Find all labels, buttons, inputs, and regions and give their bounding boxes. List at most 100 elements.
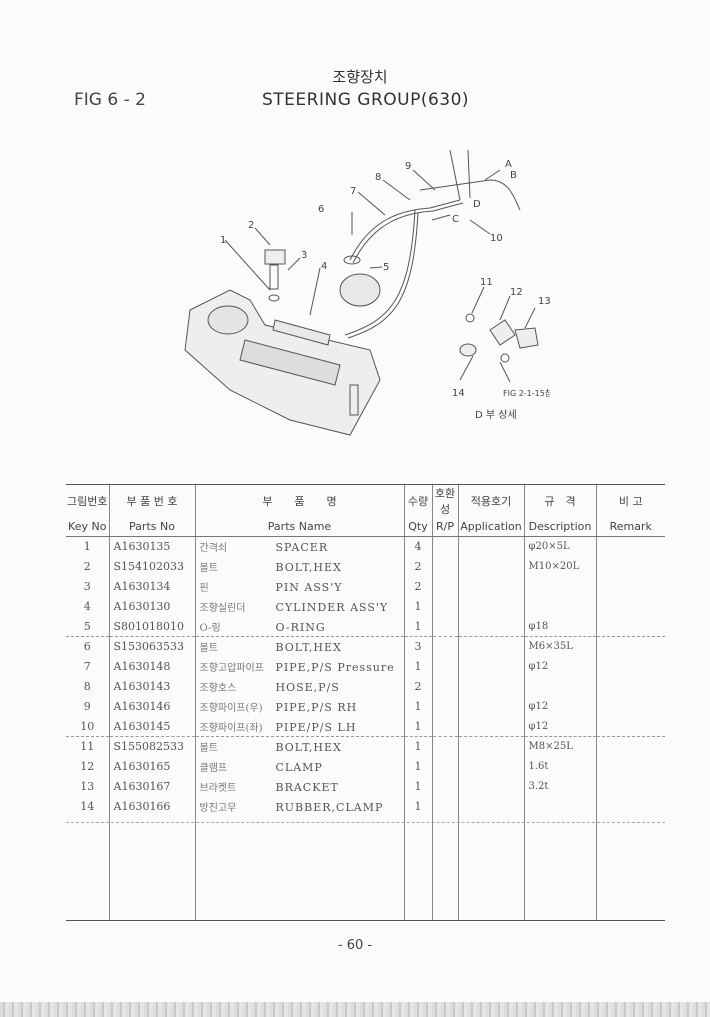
- parts-no: A1630146: [108, 696, 195, 717]
- key-no: 3: [83, 579, 91, 593]
- callout-8: 8: [375, 172, 381, 183]
- remark: [595, 796, 665, 817]
- parts-no: A1630167: [108, 776, 195, 797]
- qty: 1: [403, 656, 432, 677]
- column-line: [195, 812, 196, 920]
- parts-name-ko: 볼트: [199, 563, 218, 575]
- application: [457, 616, 524, 637]
- key-no: 7: [83, 660, 91, 674]
- rp: [431, 776, 458, 797]
- qty: 2: [403, 676, 432, 697]
- qty: 4: [403, 536, 432, 557]
- rp: [431, 576, 458, 597]
- remark: [595, 635, 665, 657]
- rp: [431, 616, 458, 637]
- parts-name-en: RUBBER,CLAMP: [275, 800, 384, 814]
- parts-table: 그림번호 부 품 번 호 부 품 명 수량 호환성 적용호기 규 격 비 고 K…: [66, 484, 665, 817]
- key-no: 12: [80, 760, 95, 774]
- remark: [595, 536, 665, 557]
- parts-name-ko: O-링: [199, 622, 221, 634]
- remark: [595, 596, 665, 617]
- parts-name-ko: 조향고압파이프: [199, 663, 264, 675]
- parts-no: A1630148: [108, 656, 195, 677]
- figure-number: FIG 6 - 2: [74, 90, 146, 110]
- description: φ18: [523, 616, 596, 637]
- column-line: [432, 812, 433, 920]
- col-qty: Qty: [403, 517, 432, 537]
- key-no: 14: [80, 799, 95, 813]
- key-no: 10: [80, 719, 95, 733]
- callout-d: D: [473, 199, 481, 210]
- qty: 1: [403, 735, 432, 757]
- parts-name-en: O-RING: [275, 620, 326, 634]
- col-name-ko: 부 품 명: [194, 484, 404, 517]
- remark: [595, 676, 665, 697]
- parts-no: A1630145: [108, 716, 195, 737]
- parts-name: O-링 O-RING: [194, 616, 404, 637]
- key-no: 6: [66, 635, 109, 657]
- parts-name-ko: 방진고무: [199, 802, 237, 814]
- remark: [595, 756, 665, 777]
- callout-7: 7: [350, 186, 356, 197]
- reference-note: FIG 2-1-15참조: [503, 388, 550, 398]
- qty: 1: [403, 796, 432, 817]
- table-bottom-rule: [66, 920, 665, 921]
- description: φ12: [523, 656, 596, 677]
- description: [523, 796, 596, 817]
- parts-no: S154102033: [108, 556, 195, 577]
- col-qty-ko: 수량: [403, 484, 432, 517]
- parts-name-ko: 간격쇠: [199, 543, 228, 555]
- rp: [431, 635, 458, 657]
- parts-name-ko: 볼트: [199, 643, 218, 655]
- remark: [595, 776, 665, 797]
- parts-no: A1630165: [108, 756, 195, 777]
- application: [457, 656, 524, 677]
- qty: 1: [403, 756, 432, 777]
- column-line: [404, 812, 405, 920]
- parts-name-ko: 조향파이프(우): [199, 702, 263, 714]
- qty: 1: [403, 696, 432, 717]
- callout-c: C: [452, 214, 459, 225]
- qty: 2: [403, 556, 432, 577]
- application: [457, 576, 524, 597]
- qty: 2: [403, 576, 432, 597]
- col-key: Key No: [66, 517, 109, 537]
- parts-name-en: BOLT,HEX: [275, 641, 342, 655]
- parts-name: 조향파이프(우) PIPE,P/S RH: [194, 696, 404, 717]
- application: [457, 556, 524, 577]
- parts-name-en: PIPE,P/S Pressure: [275, 661, 395, 675]
- col-name: Parts Name: [194, 517, 404, 537]
- table-row: 7 A1630148 조향고압파이프 PIPE,P/S Pressure 1 φ12: [66, 656, 665, 677]
- remark: [595, 735, 665, 757]
- rp: [431, 716, 458, 737]
- application: [457, 676, 524, 697]
- parts-name: 방진고무 RUBBER,CLAMP: [194, 796, 404, 817]
- rp: [431, 536, 458, 557]
- parts-name-en: PIPE,P/S RH: [275, 700, 358, 714]
- parts-no: A1630143: [108, 676, 195, 697]
- parts-name-ko: 볼트: [199, 743, 218, 755]
- description: [523, 676, 596, 697]
- col-remark: Remark: [595, 517, 665, 537]
- detail-caption: D 부 상세: [475, 409, 517, 421]
- remark: [595, 616, 665, 637]
- rp: [431, 796, 458, 817]
- remark: [595, 696, 665, 717]
- remark: [595, 716, 665, 737]
- rp: [431, 756, 458, 777]
- parts-no: A1630134: [108, 576, 195, 597]
- key-no: 2: [83, 560, 91, 574]
- description: [523, 596, 596, 617]
- rp: [431, 656, 458, 677]
- page-number: - 60 -: [337, 938, 373, 953]
- parts-no: S155082533: [108, 735, 195, 757]
- column-line: [458, 812, 459, 920]
- description: M10×20L: [523, 556, 596, 577]
